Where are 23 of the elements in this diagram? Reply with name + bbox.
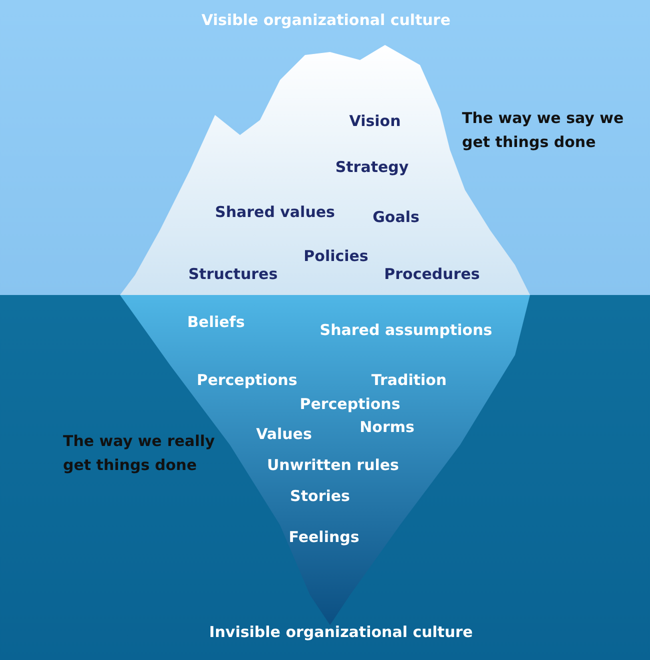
sea-band [0, 295, 650, 660]
culture-term: Strategy [335, 158, 409, 176]
side-note: The way we say we get things done [462, 108, 625, 153]
section-heading: Visible organizational culture [202, 11, 450, 29]
culture-term: Procedures [384, 265, 480, 283]
culture-term: Perceptions [196, 371, 298, 389]
culture-term: Feelings [288, 528, 360, 546]
culture-term: Beliefs [187, 313, 245, 331]
culture-term: Structures [188, 265, 278, 283]
culture-term: Norms [360, 418, 414, 436]
culture-term: Values [256, 425, 312, 443]
culture-term: Shared values [215, 203, 335, 221]
culture-term: Perceptions [300, 395, 400, 413]
side-note: The way we really get things done [63, 431, 216, 476]
culture-term: Vision [349, 112, 401, 130]
culture-term: Unwritten rules [267, 456, 399, 474]
culture-term: Shared assumptions [320, 321, 492, 339]
culture-term: Policies [304, 247, 368, 265]
section-heading: Invisible organizational culture [209, 623, 473, 641]
sky-band [0, 0, 650, 295]
culture-term: Stories [290, 487, 350, 505]
culture-term: Tradition [371, 371, 447, 389]
culture-term: Goals [372, 208, 420, 226]
